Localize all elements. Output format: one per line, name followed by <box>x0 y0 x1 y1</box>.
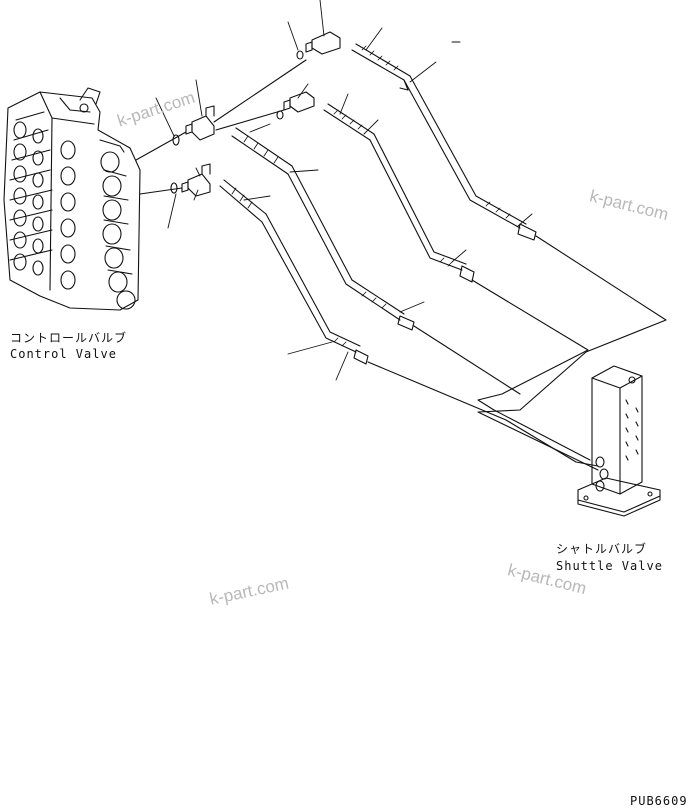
connector-fitting-mid <box>283 91 315 113</box>
control-valve-body <box>3 87 141 311</box>
drawing-code: PUB6609 <box>630 794 688 808</box>
shuttle-valve-label-en: Shuttle Valve <box>556 559 663 573</box>
hose-corrugations <box>231 45 511 347</box>
leader-lines <box>155 0 533 381</box>
hose-3 <box>231 127 521 395</box>
o-rings <box>170 50 304 194</box>
shuttle-valve-label-jp: シャトルバルブ <box>556 542 648 556</box>
pilot-lines <box>135 59 307 195</box>
hose-2 <box>323 103 591 461</box>
hose-1 <box>351 43 667 471</box>
control-valve-label-en: Control Valve <box>10 347 117 361</box>
elbow-fitting-lower <box>181 163 211 197</box>
hose-4 <box>219 179 599 467</box>
elbow-fitting-upper <box>185 105 215 141</box>
shuttle-valve-body <box>577 365 661 517</box>
control-valve-label-jp: コントロールバルブ <box>10 331 128 345</box>
connector-fitting-top <box>305 31 341 55</box>
